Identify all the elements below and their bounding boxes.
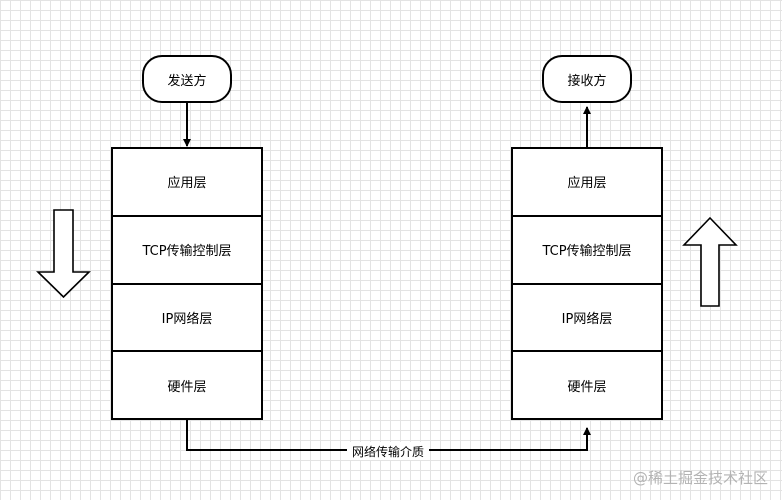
sender-label: 发送方 bbox=[167, 73, 207, 89]
receiver-label: 接收方 bbox=[567, 73, 607, 89]
sender-stack: 应用层 TCP传输控制层 IP网络层 硬件层 bbox=[111, 147, 263, 420]
arrow-up-icon bbox=[682, 216, 738, 307]
receiver-layer-hardware: 硬件层 bbox=[513, 350, 661, 418]
sender-layer-hardware: 硬件层 bbox=[113, 350, 261, 418]
sender-layer-application: 应用层 bbox=[167, 176, 207, 192]
receiver-layer-application: 应用层 bbox=[567, 176, 607, 192]
receiver-node: 接收方 bbox=[542, 55, 632, 103]
sender-layer-ip: IP网络层 bbox=[113, 282, 261, 351]
network-medium-label: 网络传输介质 bbox=[347, 442, 429, 460]
sender-layer-tcp: TCP传输控制层 bbox=[113, 214, 261, 283]
sender-node: 发送方 bbox=[142, 55, 232, 103]
receiver-stack: 应用层 TCP传输控制层 IP网络层 硬件层 bbox=[511, 147, 663, 420]
watermark: @稀土掘金技术社区 bbox=[632, 469, 768, 487]
arrow-down-icon bbox=[36, 209, 91, 299]
receiver-layer-ip: IP网络层 bbox=[513, 282, 661, 351]
receiver-layer-tcp: TCP传输控制层 bbox=[513, 214, 661, 283]
